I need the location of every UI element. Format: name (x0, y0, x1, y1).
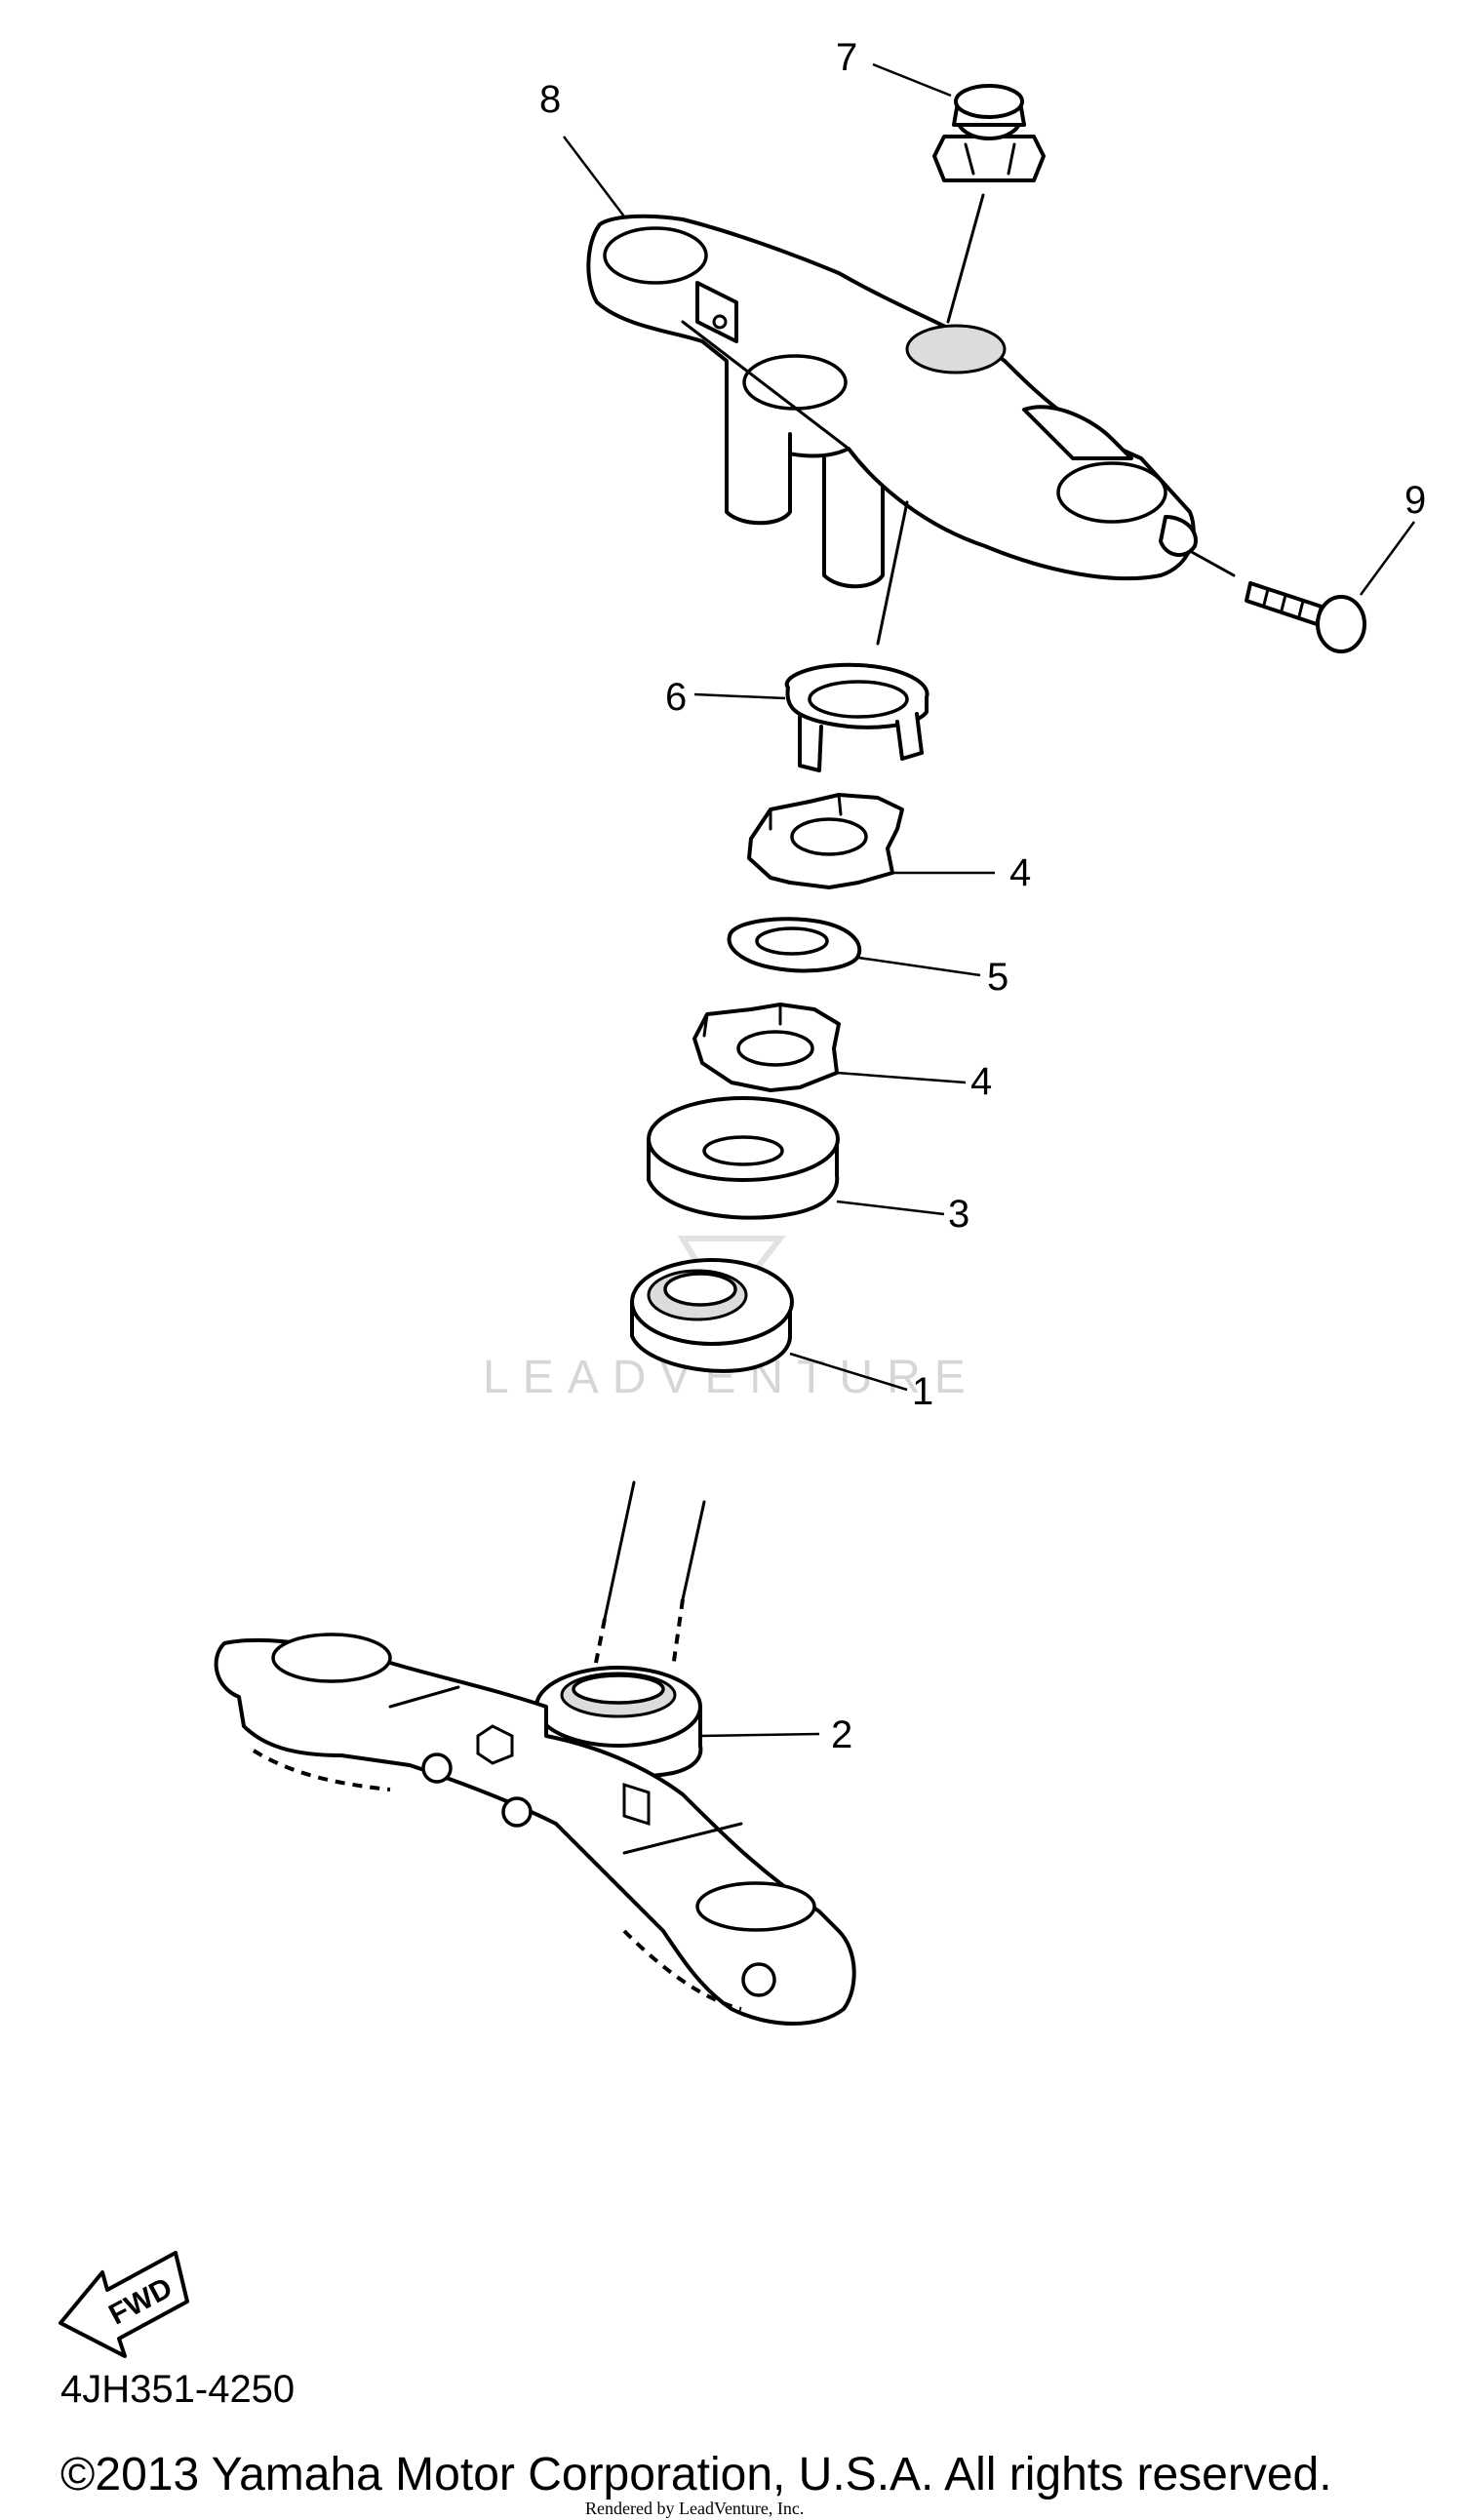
part-1-bearing (630, 1258, 794, 1373)
callout-9: 9 (1404, 479, 1426, 522)
callout-5: 5 (987, 956, 1008, 999)
callout-8: 8 (539, 78, 561, 121)
callout-labels: 1 2 3 4 4 5 6 7 8 9 (539, 36, 1426, 1756)
part-6-lock-washer (784, 662, 929, 772)
callout-4-upper: 4 (1009, 851, 1031, 894)
part-3-cover (647, 1096, 840, 1220)
part-8-upper-bracket (586, 214, 1198, 589)
part-7-nut (932, 84, 1046, 182)
part-4-ring-nut-upper (747, 793, 904, 889)
callout-3: 3 (948, 1193, 969, 1236)
lower-bracket (214, 1633, 856, 2026)
fwd-arrow-icon: FWD (59, 2251, 189, 2358)
callout-4-lower: 4 (970, 1060, 992, 1103)
callout-1: 1 (912, 1370, 933, 1413)
callout-2: 2 (831, 1713, 852, 1756)
callout-7: 7 (836, 36, 857, 79)
callout-6: 6 (665, 676, 687, 719)
rendered-by-text: Rendered by LeadVenture, Inc. (585, 2499, 805, 2518)
part-4-ring-nut-lower (692, 1003, 841, 1092)
part-9-bolt (1245, 581, 1366, 653)
diagram-code: 4JH351-4250 (60, 2368, 296, 2411)
part-5-washer (727, 917, 862, 973)
copyright-notice: ©2013 Yamaha Motor Corporation, U.S.A. A… (60, 2449, 1332, 2500)
steering-shaft (593, 1480, 706, 1669)
